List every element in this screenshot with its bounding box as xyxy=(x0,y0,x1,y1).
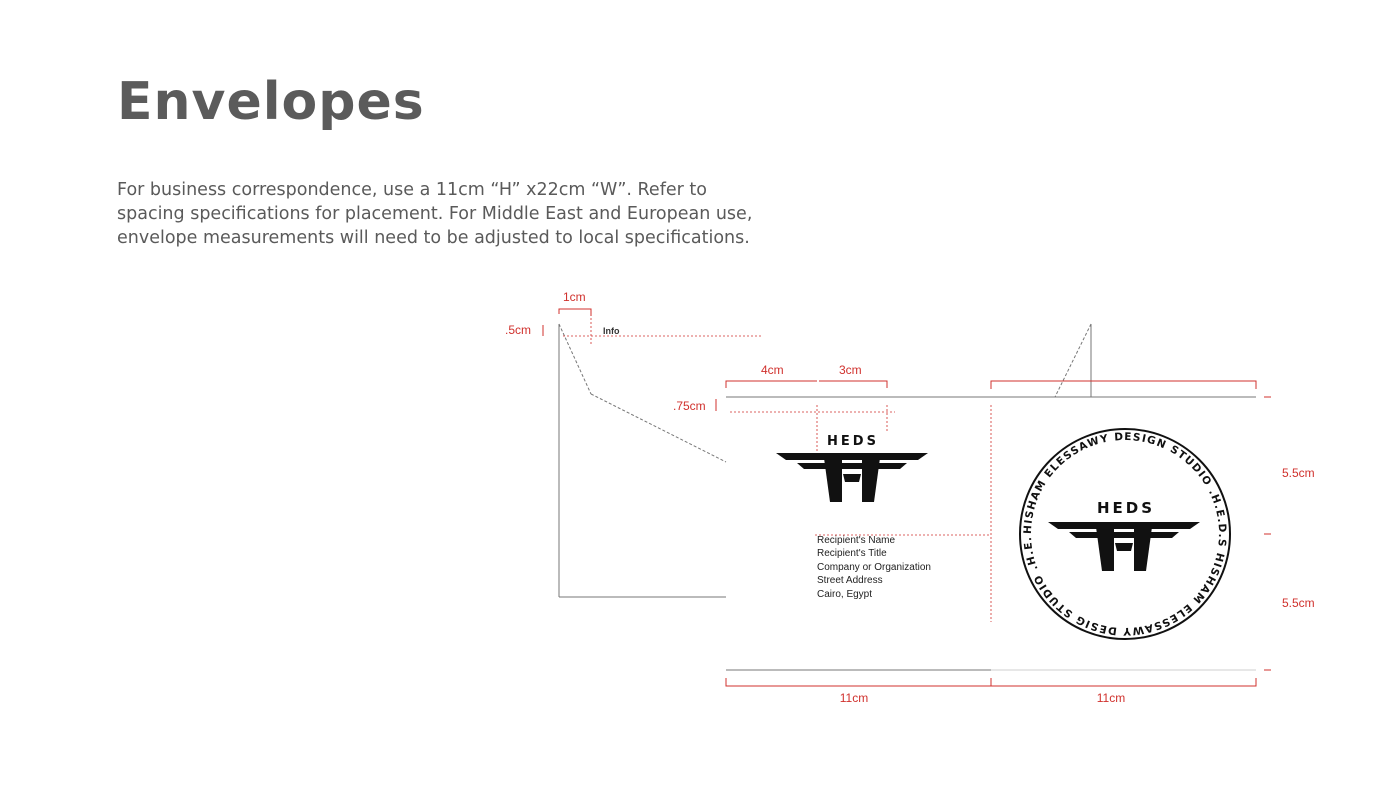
address-line: Recipient's Name xyxy=(817,535,895,546)
dim-half-height-top: 5.5cm xyxy=(1282,466,1315,480)
recipient-address-block: Recipient's Name Recipient's Title Compa… xyxy=(815,534,990,600)
seal-ring xyxy=(1019,428,1231,640)
dim-flap-offset: 1cm xyxy=(563,290,586,304)
dim-logo-top: .75cm xyxy=(673,399,706,413)
top-margin-guide: .5cm Info xyxy=(505,323,762,337)
seal-emblem-icon xyxy=(1048,522,1200,571)
dim-logo-width: 3cm xyxy=(839,363,862,377)
logo-position-guides: 4cm 3cm .75cm xyxy=(673,363,895,460)
address-line: Company or Organization xyxy=(817,562,931,573)
logo-wordmark: HEDS xyxy=(827,434,879,449)
envelope-flap-outline xyxy=(558,323,727,598)
page-description: For business correspondence, use a 11cm … xyxy=(117,180,753,248)
info-label: Info xyxy=(603,326,620,336)
width-guides: 11cm 11cm xyxy=(725,678,1257,705)
height-guides: 5.5cm 5.5cm xyxy=(1264,396,1315,671)
logo-emblem-icon xyxy=(776,453,928,502)
dim-width-left: 11cm xyxy=(840,691,868,705)
address-line: Recipient's Title xyxy=(817,548,887,559)
dim-top-margin: .5cm xyxy=(505,323,531,337)
seal-wordmark: HEDS xyxy=(1097,499,1155,517)
heds-logo: HEDS xyxy=(776,434,928,502)
heds-seal: HISHAM ELESSAWY DESIGN STUDIO .H.E.D.S H… xyxy=(0,45,1231,640)
address-line: Cairo, Egypt xyxy=(817,589,872,600)
envelope-front-outline xyxy=(726,323,1256,671)
dim-logo-left: 4cm xyxy=(761,363,784,377)
dim-half-height-bottom: 5.5cm xyxy=(1282,596,1315,610)
bracket-top-right xyxy=(990,380,1257,389)
flap-offset-guide: 1cm xyxy=(558,290,592,344)
page-title: Envelopes xyxy=(117,72,425,132)
address-line: Street Address xyxy=(817,575,883,586)
dim-width-right: 11cm xyxy=(1097,691,1125,705)
seal-ring-text: HISHAM ELESSAWY DESIGN STUDIO .H.E.D.S H… xyxy=(0,45,1228,637)
